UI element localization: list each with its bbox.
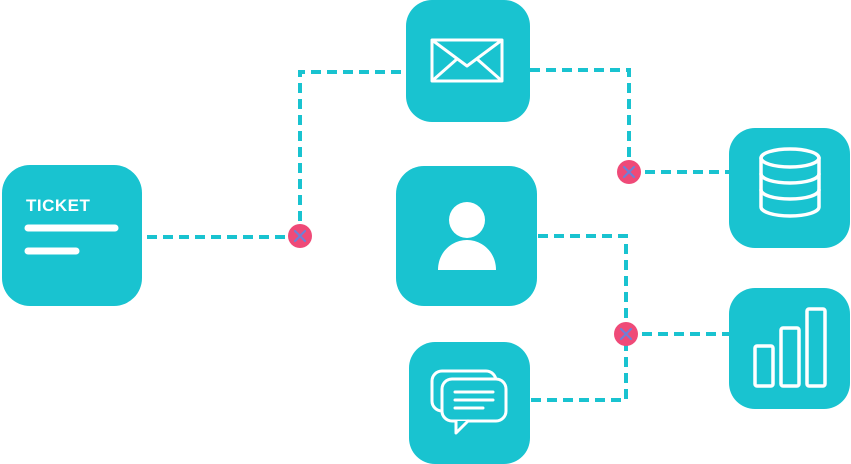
chat-bubbles-icon <box>430 369 508 435</box>
analytics-junction <box>614 322 638 346</box>
database-icon <box>759 147 821 218</box>
envelope-icon <box>430 38 504 83</box>
email-box <box>406 0 530 122</box>
connector-email-to-database-junction <box>530 68 631 172</box>
connector-user-to-analytics-junction <box>538 234 628 334</box>
database-box <box>729 128 850 248</box>
close-icon <box>293 229 307 243</box>
bar-chart-icon <box>753 307 827 388</box>
connector-junction-to-email <box>298 70 407 237</box>
ticket-junction <box>288 224 312 248</box>
close-icon <box>622 165 636 179</box>
chat-node <box>409 342 530 464</box>
user-node <box>396 166 537 306</box>
analytics-node <box>729 288 850 409</box>
email-node <box>406 0 530 122</box>
connector-chat-to-analytics-junction <box>531 334 628 402</box>
database-junction <box>617 160 641 184</box>
ticket-node: TICKET <box>2 165 142 306</box>
ticket-icon <box>24 224 119 255</box>
ticket-box <box>2 165 142 306</box>
close-icon <box>619 327 633 341</box>
analytics-box <box>729 288 850 409</box>
connectors <box>147 68 730 402</box>
user-icon <box>438 202 496 270</box>
database-node <box>729 128 850 248</box>
ticket-label: TICKET <box>26 196 91 215</box>
